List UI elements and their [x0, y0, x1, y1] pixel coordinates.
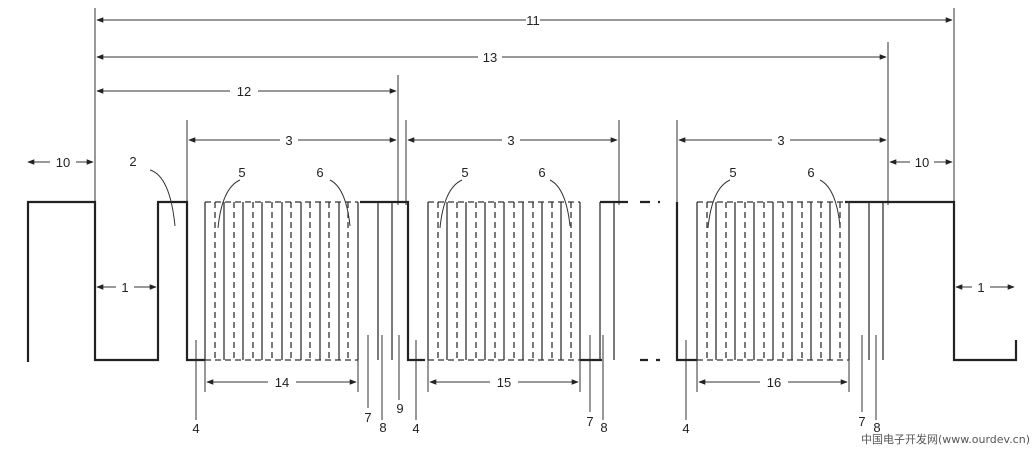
label-7-third: 7 [858, 414, 865, 429]
reference-lines [94, 8, 955, 205]
watermark: 中国电子开发网(www.ourdev.cn) [861, 432, 1030, 446]
label-10-right: 10 [915, 155, 929, 170]
label-4-second: 4 [412, 421, 419, 436]
label-16: 16 [767, 375, 781, 390]
label-8-first: 8 [379, 420, 386, 435]
dimension-arrows [27, 17, 1015, 392]
label-8-second: 8 [600, 420, 607, 435]
label-3-second: 3 [507, 133, 514, 148]
label-5-third: 5 [729, 165, 736, 180]
label-9: 9 [396, 401, 403, 416]
label-7-second: 7 [586, 414, 593, 429]
label-8-third: 8 [873, 420, 880, 435]
label-6-third: 6 [807, 165, 814, 180]
label-2: 2 [129, 154, 136, 169]
label-7-first: 7 [364, 410, 371, 425]
label-6-first: 6 [316, 165, 323, 180]
label-15: 15 [497, 375, 511, 390]
label-4-first: 4 [192, 421, 199, 436]
label-3-first: 3 [285, 133, 292, 148]
label-13: 13 [483, 50, 497, 65]
label-11: 11 [526, 13, 540, 28]
bit-cell-lines [204, 201, 884, 361]
label-6-second: 6 [538, 165, 545, 180]
label-14: 14 [275, 375, 289, 390]
label-1-left: 1 [121, 280, 128, 295]
label-5-second: 5 [461, 165, 468, 180]
label-5-first: 5 [238, 165, 245, 180]
signal-waveform [26, 200, 1018, 362]
label-12: 12 [237, 84, 251, 99]
diagram-labels: 11 13 12 3 3 3 10 10 1 1 2 5 6 5 6 5 6 1… [56, 13, 985, 436]
label-4-third: 4 [682, 421, 689, 436]
label-1-right: 1 [977, 280, 984, 295]
leader-lines [149, 169, 877, 420]
label-3-third: 3 [777, 133, 784, 148]
label-10-left: 10 [56, 155, 70, 170]
